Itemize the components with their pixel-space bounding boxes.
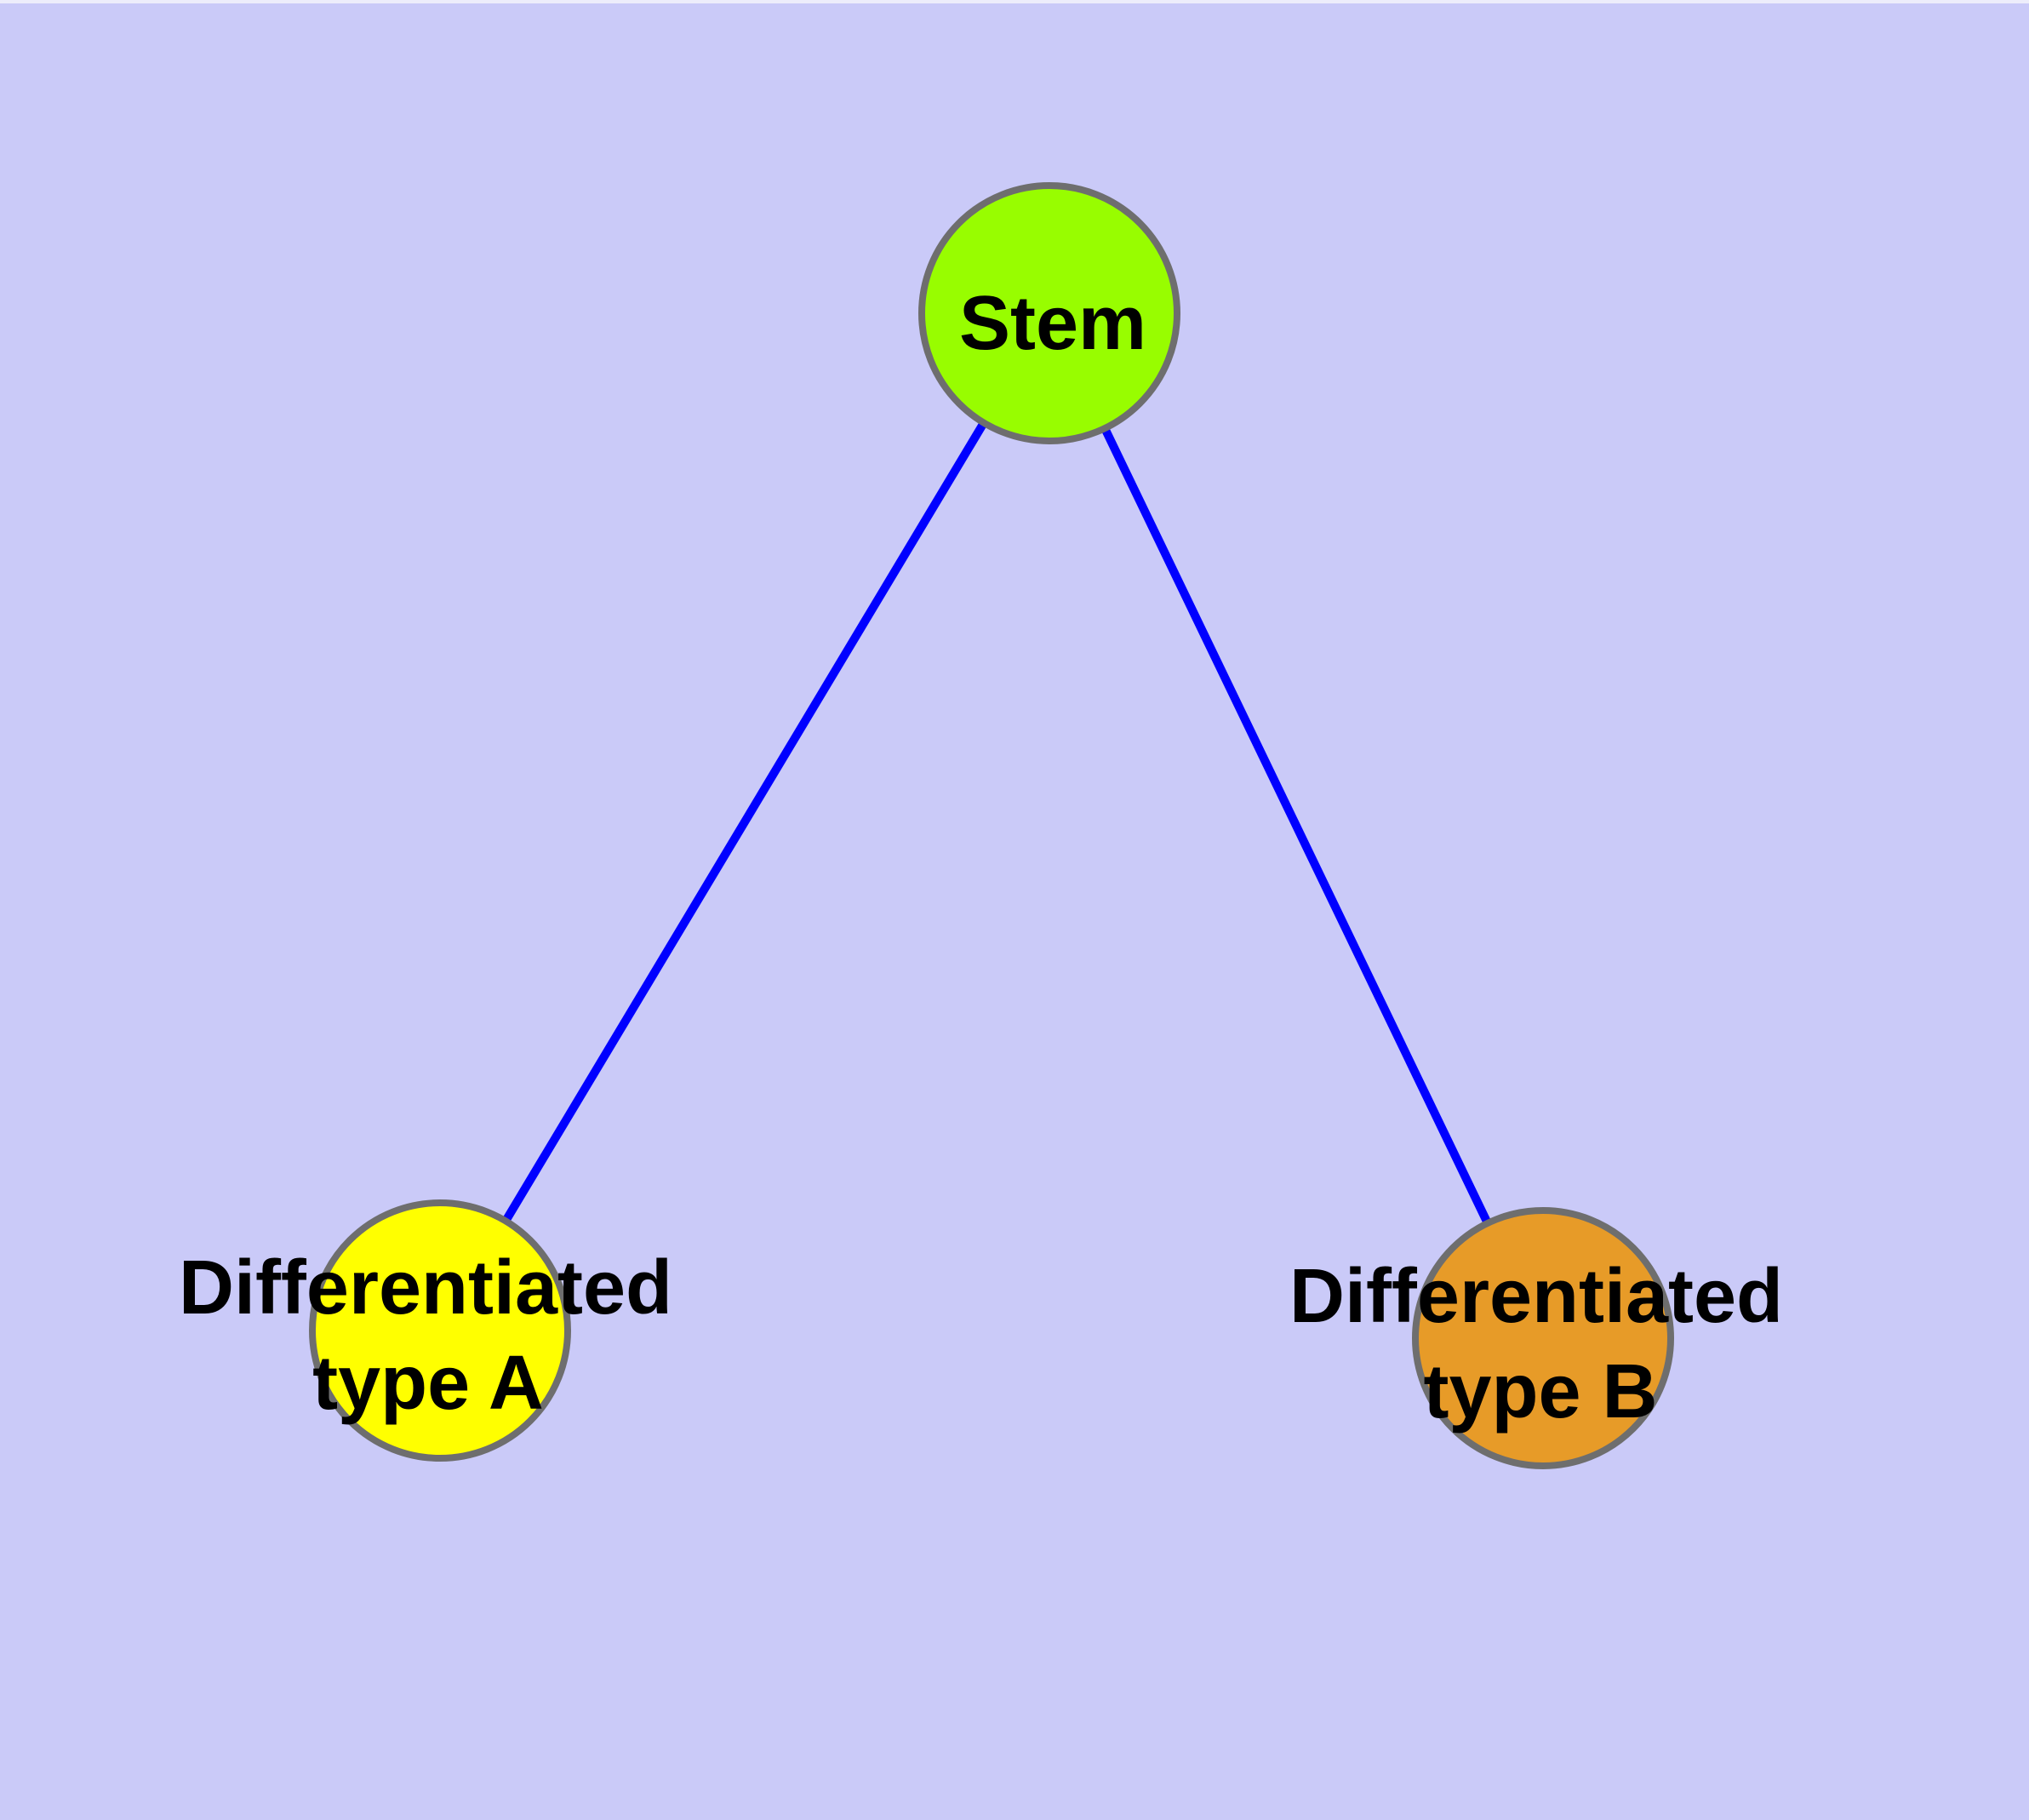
edge-stem-to-type-a <box>436 311 1054 1333</box>
edge-stem-to-type-b <box>1045 311 1547 1341</box>
type-a-node-circle <box>309 1199 571 1462</box>
node-differentiated-type-a: Differentiated type A <box>179 1199 672 1462</box>
stem-node-circle <box>918 182 1180 444</box>
type-b-node-circle <box>1412 1207 1674 1469</box>
type-b-node-label-line2: type B <box>1423 1349 1657 1434</box>
stem-node-label: Stem <box>959 281 1146 366</box>
type-a-node-label-line2: type A <box>312 1341 544 1426</box>
type-b-node-label-line1: Differentiated <box>1289 1254 1783 1339</box>
type-a-node-label-line1: Differentiated <box>179 1245 672 1331</box>
top-edge-highlight <box>0 0 2029 3</box>
node-stem: Stem <box>918 182 1180 444</box>
node-differentiated-type-b: Differentiated type B <box>1289 1207 1783 1469</box>
